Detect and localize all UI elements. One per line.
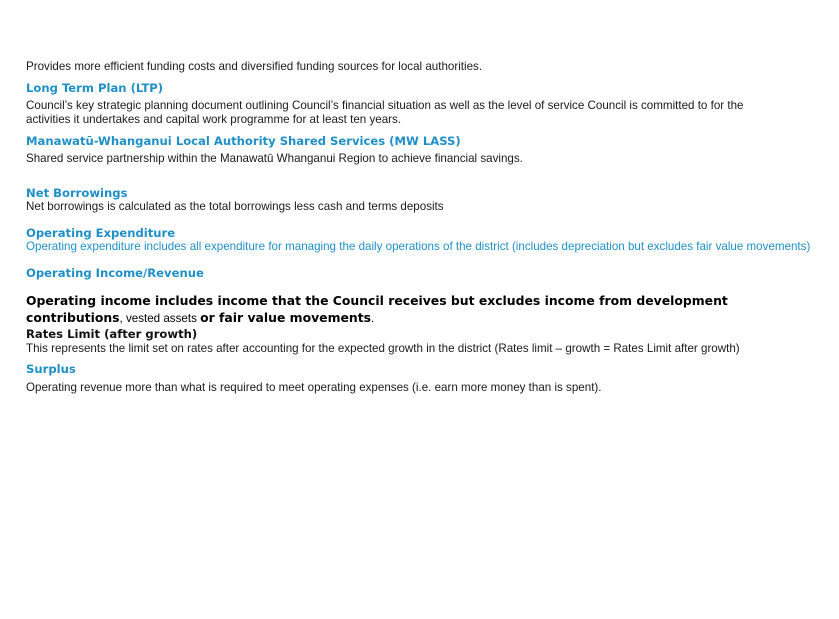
term-definition: Shared service partnership within the Ma…: [26, 152, 523, 165]
definition-bold-part: or fair value movements: [200, 310, 372, 326]
term-heading: Operating Expenditure: [26, 226, 176, 240]
term-heading: Operating Income/Revenue: [26, 266, 204, 280]
intro-text: Provides more efficient funding costs an…: [26, 60, 483, 73]
term-heading: Long Term Plan (LTP): [26, 81, 164, 95]
term-definition: Operating expenditure includes all expen…: [26, 240, 811, 253]
definition-end: .: [371, 312, 375, 326]
term-definition: Operating income includes income that th…: [26, 292, 801, 327]
term-heading: Net Borrowings: [26, 186, 128, 200]
term-definition: Net borrowings is calculated as the tota…: [26, 200, 444, 213]
term-heading: Surplus: [26, 362, 76, 376]
term-definition: Operating revenue more than what is requ…: [26, 381, 602, 394]
term-heading: Manawatū-Whanganui Local Authority Share…: [26, 134, 461, 148]
term-heading: Rates Limit (after growth): [26, 327, 198, 341]
term-definition: Council’s key strategic planning documen…: [26, 99, 744, 126]
term-definition: This represents the limit set on rates a…: [26, 342, 740, 355]
definition-plain-part: , vested assets: [119, 312, 201, 326]
definition-bold-part: Operating income includes income that th…: [26, 293, 728, 326]
